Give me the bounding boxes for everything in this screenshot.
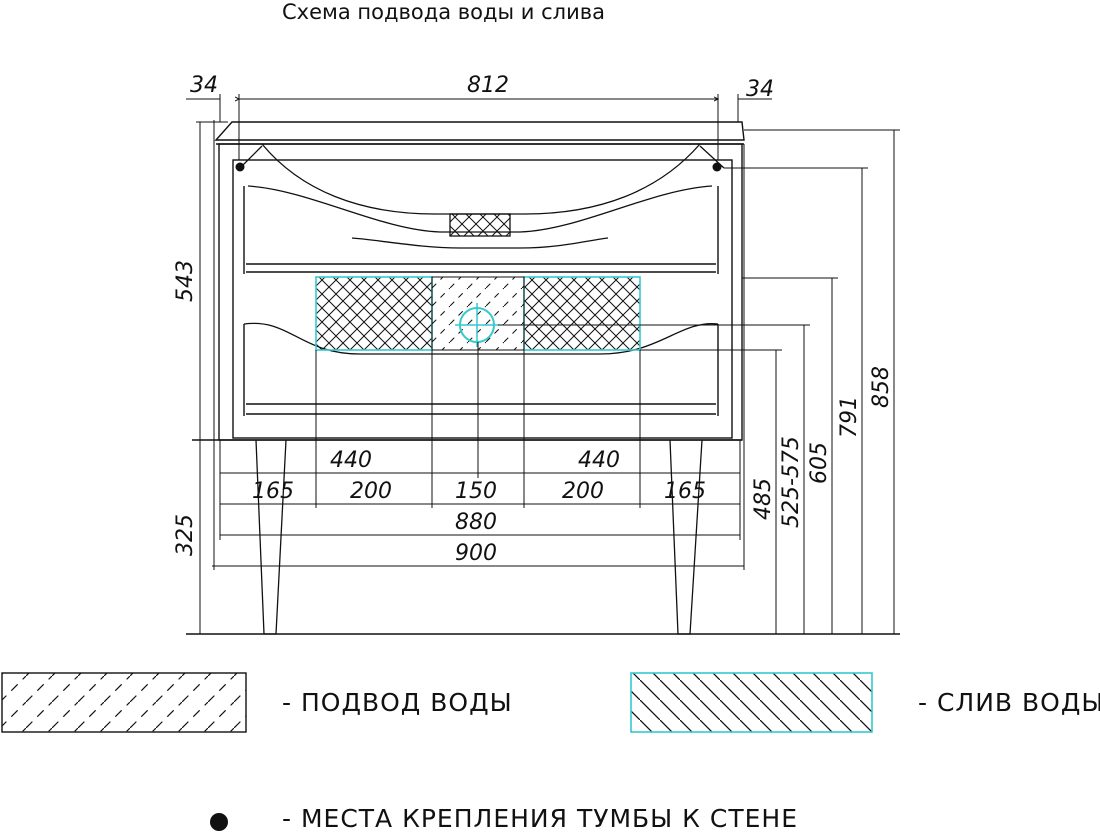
dimension-lines: [186, 94, 900, 634]
dim-total-inner: 880: [455, 510, 497, 535]
mount-point-right: [712, 162, 722, 172]
mount-point-left: [235, 162, 245, 172]
page-title: Схема подвода воды и слива: [282, 0, 605, 24]
dim-485: 485: [751, 478, 776, 520]
sink-basin: [239, 143, 725, 355]
dim-858: 858: [869, 366, 894, 408]
supply-zone-left: [315, 276, 433, 351]
dim-left-lower: 325: [173, 514, 198, 556]
dim-seg-5: 165: [664, 479, 706, 504]
dim-seg-3: 150: [455, 479, 497, 504]
dim-top-center: 812: [467, 73, 509, 98]
supply-zone-right: [523, 276, 641, 351]
dim-span-left: 440: [330, 448, 372, 473]
dim-seg-2: 200: [350, 479, 392, 504]
dim-span-right: 440: [578, 448, 620, 473]
dim-seg-4: 200: [562, 479, 604, 504]
dim-total-outer: 900: [455, 541, 497, 566]
legend-supply-swatch: [1, 672, 247, 733]
dim-top-left: 34: [190, 73, 218, 98]
legend-mount-dot: [210, 813, 228, 831]
cabinet-outline: [192, 121, 745, 441]
dim-605: 605: [807, 442, 832, 484]
dimension-labels: 34 812 34 543 325 440 440 165 200 150 20…: [173, 73, 894, 566]
legend-supply-label: - ПОДВОД ВОДЫ: [282, 688, 513, 717]
dim-top-right: 34: [746, 77, 774, 102]
legend-mount-label: - МЕСТА КРЕПЛЕНИЯ ТУМБЫ К СТЕНЕ: [282, 804, 798, 833]
dim-left-upper: 543: [173, 260, 198, 302]
dim-seg-1: 165: [252, 479, 294, 504]
legend-drain-label: - СЛИВ ВОДЫ: [918, 688, 1100, 717]
dim-791: 791: [837, 396, 862, 438]
cabinet-legs: [255, 439, 703, 635]
legend-drain-swatch: [630, 672, 873, 733]
dim-525-575: 525-575: [779, 436, 804, 528]
drain-zone: [431, 276, 525, 351]
